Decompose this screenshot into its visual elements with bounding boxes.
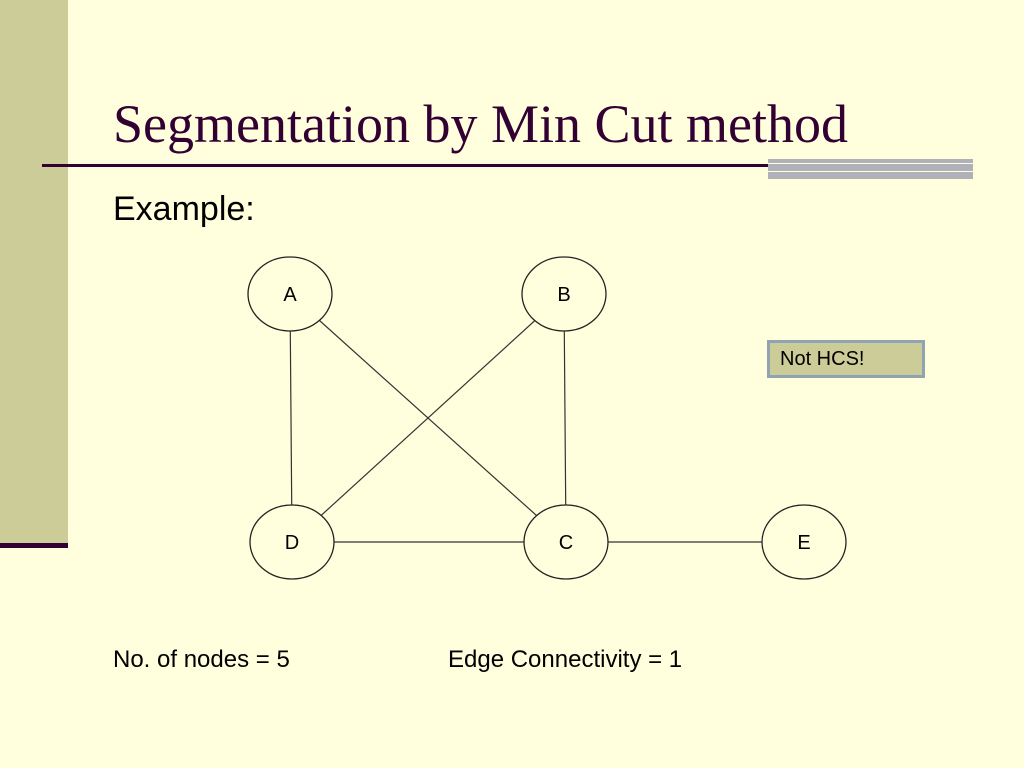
slide-title: Segmentation by Min Cut method <box>113 94 848 154</box>
title-rule <box>42 164 973 167</box>
side-bar <box>0 0 68 545</box>
node-a: A <box>247 256 333 332</box>
node-label: C <box>559 532 573 554</box>
node-label: D <box>285 532 299 554</box>
nodes-count-text: No. of nodes = 5 <box>113 646 290 673</box>
node-label: B <box>557 284 570 306</box>
node-b: B <box>521 256 607 332</box>
node-circle <box>249 504 335 580</box>
example-label: Example: <box>113 190 255 228</box>
node-c: C <box>523 504 609 580</box>
edge-b-c <box>563 293 567 543</box>
graph-nodes: A B C D E <box>247 256 847 580</box>
node-d: D <box>249 504 335 580</box>
not-hcs-note: Not HCS! <box>767 340 925 378</box>
node-e: E <box>761 504 847 580</box>
node-circle <box>521 256 607 332</box>
node-label: A <box>283 284 297 306</box>
edge-connectivity-text: Edge Connectivity = 1 <box>448 646 683 673</box>
node-circle <box>761 504 847 580</box>
side-accent-bar <box>0 543 68 548</box>
node-circle <box>523 504 609 580</box>
edge-b-d <box>291 293 565 543</box>
graph-edges <box>289 293 804 543</box>
node-circle <box>247 256 333 332</box>
node-label: E <box>797 532 810 554</box>
edge-a-d <box>289 293 293 543</box>
title-band <box>768 159 973 179</box>
